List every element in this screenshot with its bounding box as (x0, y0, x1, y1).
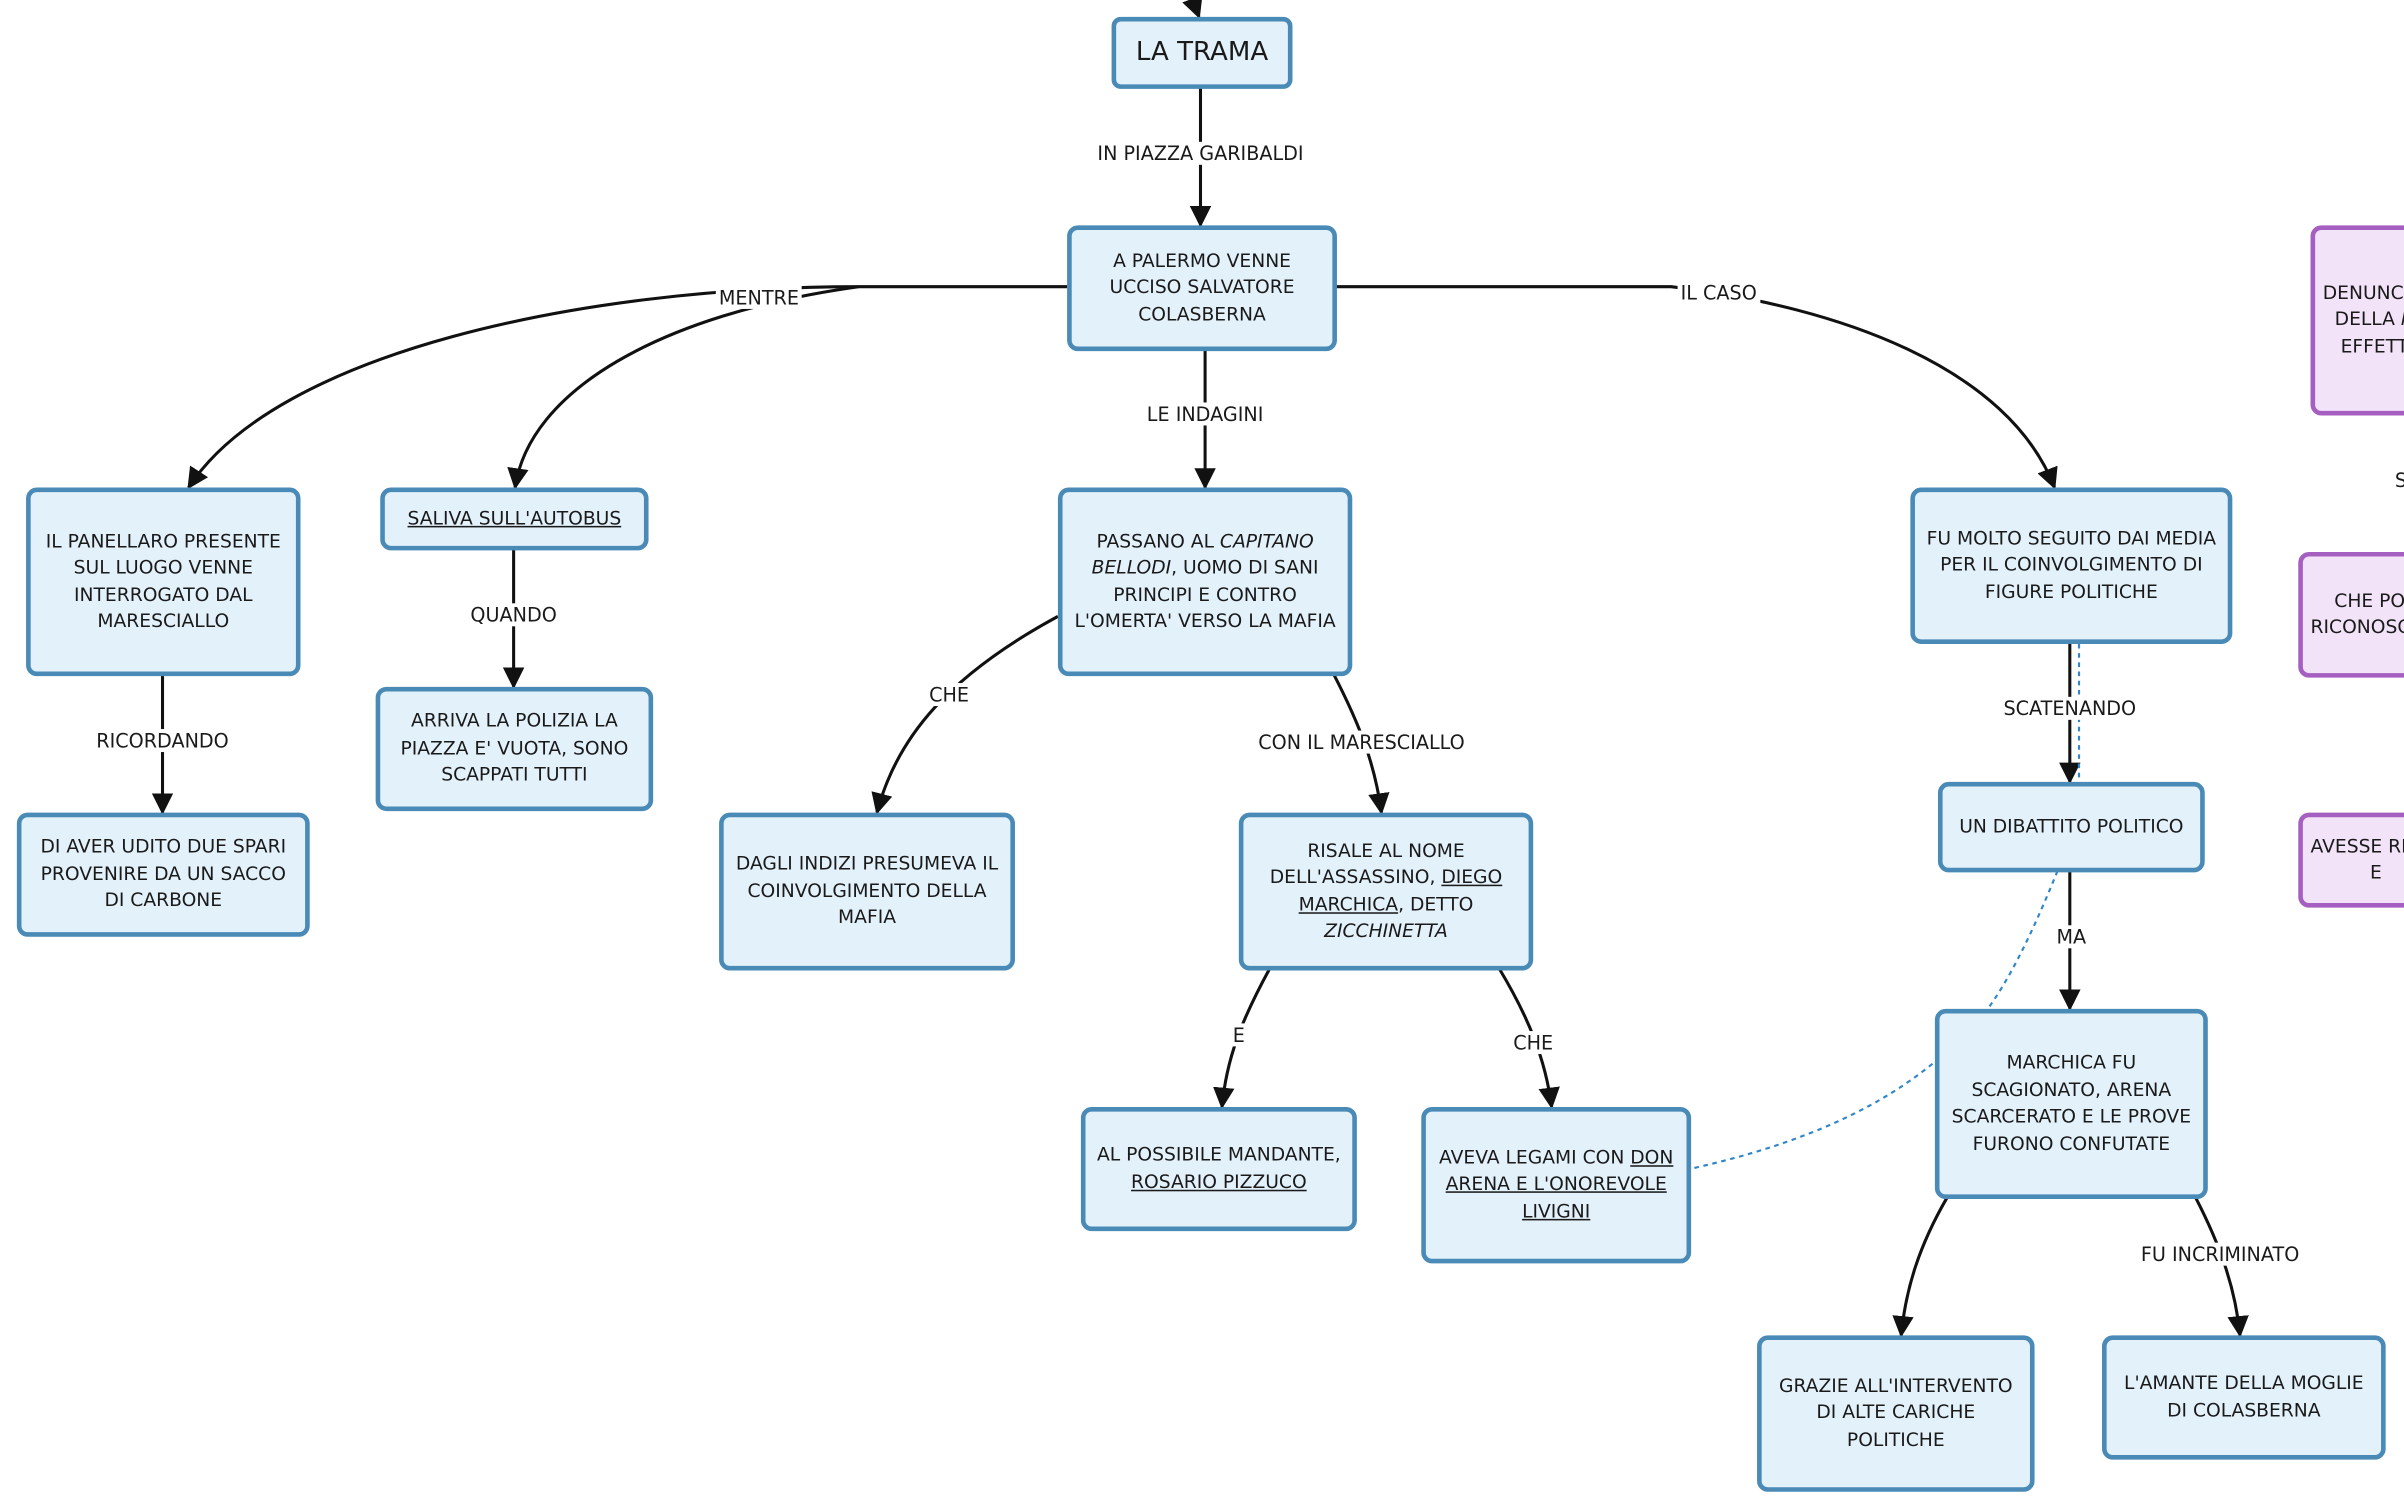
node-panellaro[interactable]: IL PANELLARO PRESENTE SUL LUOGO VENNE IN… (26, 487, 301, 677)
label-il-caso: IL CASO (1677, 281, 1760, 305)
node-passano-text: PASSANO AL CAPITANO BELLODI, UOMO DI SAN… (1072, 528, 1339, 635)
node-la-trama[interactable]: LA TRAMA (1111, 16, 1293, 89)
label-che-legami: CHE (1510, 1031, 1557, 1055)
node-purple-denunci-line2: DELLA (2334, 308, 2401, 331)
node-purple-denunci-line2b: M (2401, 309, 2404, 330)
label-quando: QUANDO (467, 603, 560, 627)
node-scagionato-label: MARCHICA FU SCAGIONATO, ARENA SCARCERATO… (1951, 1051, 2192, 1154)
edge-scagionato-grazie (1892, 1196, 1949, 1338)
node-legami-arena-livigni: DON ARENA E L'ONOREVOLE LIVIGNI (1445, 1146, 1674, 1222)
node-purple-avesse[interactable]: AVESSE RI E (2298, 812, 2404, 908)
node-risale-part3: , DETTO (1398, 893, 1474, 915)
node-legami-part1: AVEVA LEGAMI CON (1439, 1146, 1631, 1168)
label-scatenando: SCATENANDO (2000, 696, 2140, 720)
edge-scagionato-amante (2194, 1196, 2249, 1338)
node-saliva-label: SALIVA SULL'AUTOBUS (407, 507, 622, 529)
node-mandante-text: AL POSSIBILE MANDANTE, ROSARIO PIZZUCO (1097, 1142, 1341, 1196)
node-indizi[interactable]: DAGLI INDIZI PRESUMEVA IL COINVOLGIMENTO… (719, 812, 1015, 971)
node-palermo[interactable]: A PALERMO VENNE UCCISO SALVATORE COLASBE… (1067, 225, 1337, 352)
node-scagionato[interactable]: MARCHICA FU SCAGIONATO, ARENA SCARCERATO… (1934, 1008, 2208, 1199)
label-s-partial: S (2391, 468, 2404, 492)
node-purple-avesse-line1: AVESSE RI (2310, 834, 2404, 857)
node-saliva[interactable]: SALIVA SULL'AUTOBUS (380, 487, 649, 551)
label-che-indizi: CHE (926, 683, 973, 707)
node-media[interactable]: FU MOLTO SEGUITO DAI MEDIA PER IL COINVO… (1910, 487, 2233, 644)
node-risale-zicchinetta: ZICCHINETTA (1324, 919, 1448, 942)
node-grazie[interactable]: GRAZIE ALL'INTERVENTO DI ALTE CARICHE PO… (1757, 1335, 2035, 1492)
node-passano-part1: PASSANO AL (1096, 529, 1220, 552)
node-purple-denunci-line3: EFFETT (2340, 335, 2404, 357)
node-legami[interactable]: AVEVA LEGAMI CON DON ARENA E L'ONOREVOLE… (1421, 1106, 1692, 1264)
node-purple-che-po[interactable]: CHE PO RICONOSC (2298, 551, 2404, 678)
node-indizi-label: DAGLI INDIZI PRESUMEVA IL COINVOLGIMENTO… (735, 852, 999, 928)
node-risale[interactable]: RISALE AL NOME DELL'ASSASSINO, DIEGO MAR… (1238, 812, 1534, 971)
label-in-piazza-garibaldi: IN PIAZZA GARIBALDI (1094, 141, 1307, 165)
edge-passano-indizi (871, 614, 1059, 815)
node-dibattito[interactable]: UN DIBATTITO POLITICO (1937, 781, 2205, 873)
node-mandante-part1: AL POSSIBILE MANDANTE, (1097, 1143, 1341, 1166)
node-purple-che-po-text: CHE PO RICONOSC (2311, 588, 2404, 642)
node-media-label: FU MOLTO SEGUITO DAI MEDIA PER IL COINVO… (1926, 527, 2217, 603)
label-fu-incriminato: FU INCRIMINATO (2137, 1242, 2303, 1266)
node-la-trama-label: LA TRAMA (1135, 36, 1269, 68)
node-purple-che-po-line2: RICONOSC (2310, 616, 2404, 638)
node-amante[interactable]: L'AMANTE DELLA MOGLIE DI COLASBERNA (2102, 1335, 2386, 1460)
node-polizia-label: ARRIVA LA POLIZIA LA PIAZZA E' VUOTA, SO… (400, 710, 629, 786)
node-purple-denunci-line1: DENUNCI (2322, 281, 2404, 304)
node-passano[interactable]: PASSANO AL CAPITANO BELLODI, UOMO DI SAN… (1057, 487, 1353, 677)
node-passano-part3: , UOMO DI SANI PRINCIPI E CONTRO L'OMERT… (1074, 556, 1336, 632)
node-amante-label: L'AMANTE DELLA MOGLIE DI COLASBERNA (2124, 1372, 2364, 1421)
node-purple-denunci-text: DENUNCI DELLA M EFFETT (2323, 280, 2404, 360)
label-ma: MA (2053, 925, 2090, 949)
node-purple-che-po-line1: CHE PO (2334, 589, 2404, 611)
node-panellaro-label: IL PANELLARO PRESENTE SUL LUOGO VENNE IN… (45, 529, 281, 632)
node-polizia[interactable]: ARRIVA LA POLIZIA LA PIAZZA E' VUOTA, SO… (375, 686, 654, 812)
dashed-link-scagionato-legami (1692, 1057, 1941, 1170)
node-spari-label: DI AVER UDITO DUE SPARI PROVENIRE DA UN … (40, 835, 287, 912)
node-dibattito-label: UN DIBATTITO POLITICO (1959, 815, 2184, 837)
label-mentre: MENTRE (715, 285, 803, 309)
node-purple-avesse-text: AVESSE RI E (2311, 833, 2404, 887)
node-palermo-label: A PALERMO VENNE UCCISO SALVATORE COLASBE… (1109, 249, 1295, 325)
label-le-indagini: LE INDAGINI (1143, 402, 1267, 426)
label-con-il-maresciallo: CON IL MARESCIALLO (1255, 730, 1468, 754)
node-mandante[interactable]: AL POSSIBILE MANDANTE, ROSARIO PIZZUCO (1080, 1106, 1357, 1232)
edge-mentre-panellaro (187, 285, 1068, 490)
node-spari[interactable]: DI AVER UDITO DUE SPARI PROVENIRE DA UN … (16, 812, 310, 937)
label-ricordando: RICORDANDO (93, 729, 232, 753)
edge-ilcaso-media (1333, 285, 2058, 490)
node-mandante-pizzuco: ROSARIO PIZZUCO (1131, 1170, 1307, 1193)
label-e: E (1229, 1023, 1248, 1047)
edge-top-entry (1182, 0, 1203, 19)
node-passano-bellodi: CAPITANO BELLODI (1091, 529, 1314, 579)
dashed-link-dibattito-legami (1984, 870, 2059, 1013)
node-risale-text: RISALE AL NOME DELL'ASSASSINO, DIEGO MAR… (1253, 838, 1520, 945)
node-purple-denunci[interactable]: DENUNCI DELLA M EFFETT (2310, 225, 2404, 416)
node-purple-avesse-line2: E (2369, 861, 2382, 884)
node-risale-marchica: DIEGO MARCHICA (1298, 866, 1503, 915)
node-risale-part1: RISALE AL NOME DELL'ASSASSINO, (1269, 839, 1465, 888)
edge-mentre-saliva (507, 285, 859, 490)
node-legami-text: AVEVA LEGAMI CON DON ARENA E L'ONOREVOLE… (1435, 1145, 1677, 1225)
node-grazie-label: GRAZIE ALL'INTERVENTO DI ALTE CARICHE PO… (1778, 1374, 2013, 1451)
